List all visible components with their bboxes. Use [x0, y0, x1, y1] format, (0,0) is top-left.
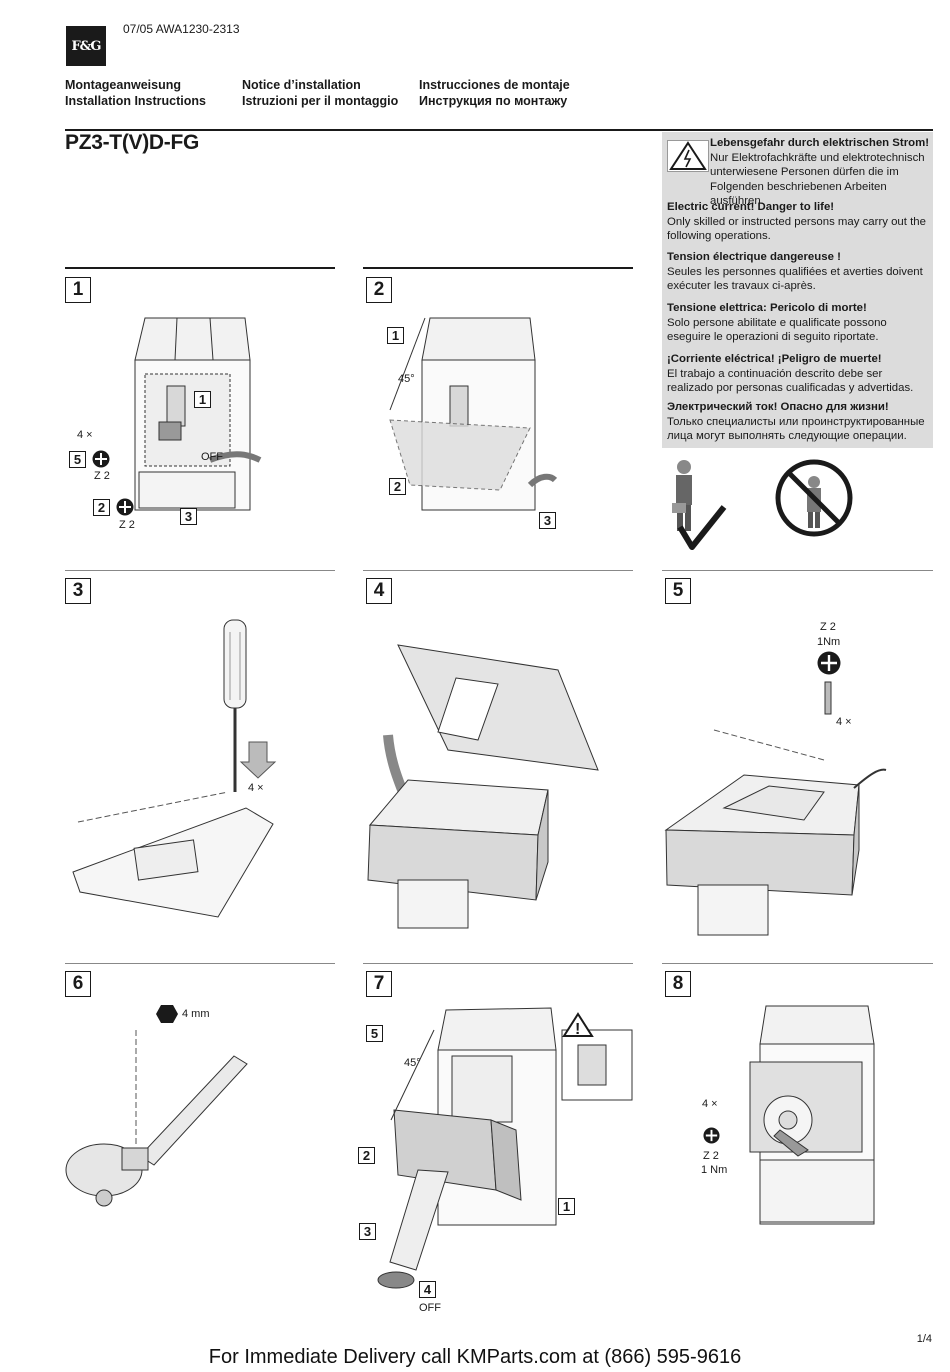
step1-z-label: Z 2 — [94, 470, 110, 482]
footer-contact: For Immediate Delivery call KMParts.com … — [208, 1346, 742, 1368]
step5-rule — [662, 570, 933, 571]
step-number-7: 7 — [366, 971, 392, 997]
step2-callout-1: 1 — [387, 327, 404, 344]
page-number: 1/4 — [916, 1333, 932, 1345]
step6-shaft-illustration — [64, 1030, 284, 1210]
step-number-5: 5 — [665, 578, 691, 604]
step7-callout-5: 5 — [366, 1025, 383, 1042]
step7-callout-1: 1 — [558, 1198, 575, 1215]
step1-callout-3: 3 — [180, 508, 197, 525]
step8-phillips-icon — [703, 1127, 720, 1144]
lang-en: Installation Instructions — [65, 94, 206, 108]
step2-breaker-illustration — [380, 310, 558, 525]
step1-callout-5: 5 — [69, 451, 86, 468]
step2-rule — [363, 267, 633, 269]
step3-screwdriver-illustration — [68, 612, 278, 922]
lang-de: Montageanweisung — [65, 78, 181, 92]
step1-callout-2: 2 — [93, 499, 110, 516]
step1-callout-1: 1 — [194, 391, 211, 408]
warning-es: ¡Corriente eléctrica! ¡Peligro de muerte… — [667, 353, 914, 395]
step5-count-label: 4 × — [836, 716, 852, 728]
warning-ru: Электрический ток! Опасно для жизни!Толь… — [667, 401, 925, 443]
step1-breaker-illustration — [115, 310, 262, 525]
step1-count-label: 4 × — [77, 429, 93, 441]
step-number-2: 2 — [366, 277, 392, 303]
step5-torque-label: 1Nm — [817, 636, 841, 648]
warning-fr: Tension électrique dangereuse !Seules le… — [667, 251, 923, 293]
step3-rule — [65, 570, 335, 571]
language-col-1: Montageanweisung Installation Instructio… — [65, 77, 206, 109]
warning-de: Lebensgefahr durch elektrischen Strom!Nu… — [710, 137, 930, 208]
step7-rule — [363, 963, 633, 964]
step8-z-label: Z 2 — [703, 1150, 719, 1162]
step7-off-label: OFF — [419, 1302, 441, 1314]
step1-rule — [65, 267, 335, 269]
step8-rule — [662, 963, 933, 964]
step4-cover-illustration — [367, 640, 608, 935]
document-number: 07/05 AWA1230-2313 — [123, 22, 240, 36]
step-number-4: 4 — [366, 578, 392, 604]
step8-count-label: 4 × — [702, 1098, 718, 1110]
step2-callout-2: 2 — [389, 478, 406, 495]
lang-fr: Notice d’installation — [242, 78, 361, 92]
lang-it: Istruzioni per il montaggio — [242, 94, 399, 108]
language-col-3: Instrucciones de montaje Инструкция по м… — [419, 77, 570, 109]
step7-callout-4: 4 — [419, 1281, 436, 1298]
lang-es: Instrucciones de montaje — [419, 78, 570, 92]
step1-z2-label: Z 2 — [119, 519, 135, 531]
step7-handle-illustration: ! — [356, 1000, 636, 1320]
hex-key-icon — [155, 1004, 179, 1024]
step2-angle-label: 45° — [398, 373, 415, 385]
step7-callout-2: 2 — [358, 1147, 375, 1164]
lang-ru: Инструкция по монтажу — [419, 94, 568, 108]
step7-callout-3: 3 — [359, 1223, 376, 1240]
language-col-2: Notice d’installation Istruzioni per il … — [242, 77, 398, 109]
svg-text:!: ! — [575, 1021, 580, 1038]
qualified-electrician-icon — [664, 455, 730, 555]
step5-mounting-illustration — [664, 680, 889, 940]
phillips-screw-icon — [92, 450, 110, 468]
step4-rule — [363, 570, 633, 571]
step5-phillips-icon — [817, 651, 841, 675]
prohibited-unqualified-icon — [774, 458, 854, 538]
step6-hex-label: 4 mm — [182, 1008, 210, 1020]
lightning-warning-icon — [667, 140, 709, 172]
phillips-screw-icon-2 — [116, 498, 134, 516]
step-number-8: 8 — [665, 971, 691, 997]
step1-off-label: OFF — [201, 451, 223, 463]
warning-en: Electric current! Danger to life!Only sk… — [667, 201, 926, 243]
step5-z-label: Z 2 — [820, 621, 836, 633]
step8-assembled-illustration — [740, 1000, 890, 1230]
company-logo: F&G — [66, 26, 106, 66]
step3-count-label: 4 × — [248, 782, 264, 794]
step7-angle-label: 45° — [404, 1057, 421, 1069]
step-number-1: 1 — [65, 277, 91, 303]
warning-box: Lebensgefahr durch elektrischen Strom!Nu… — [662, 132, 933, 448]
step-number-6: 6 — [65, 971, 91, 997]
page-title: PZ3-T(V)D-FG — [65, 131, 200, 154]
header-rule — [65, 129, 933, 131]
warning-it: Tensione elettrica: Pericolo di morte!So… — [667, 302, 887, 344]
step-number-3: 3 — [65, 578, 91, 604]
step6-rule — [65, 963, 335, 964]
step8-torque-label: 1 Nm — [701, 1164, 728, 1176]
step2-callout-3: 3 — [539, 512, 556, 529]
